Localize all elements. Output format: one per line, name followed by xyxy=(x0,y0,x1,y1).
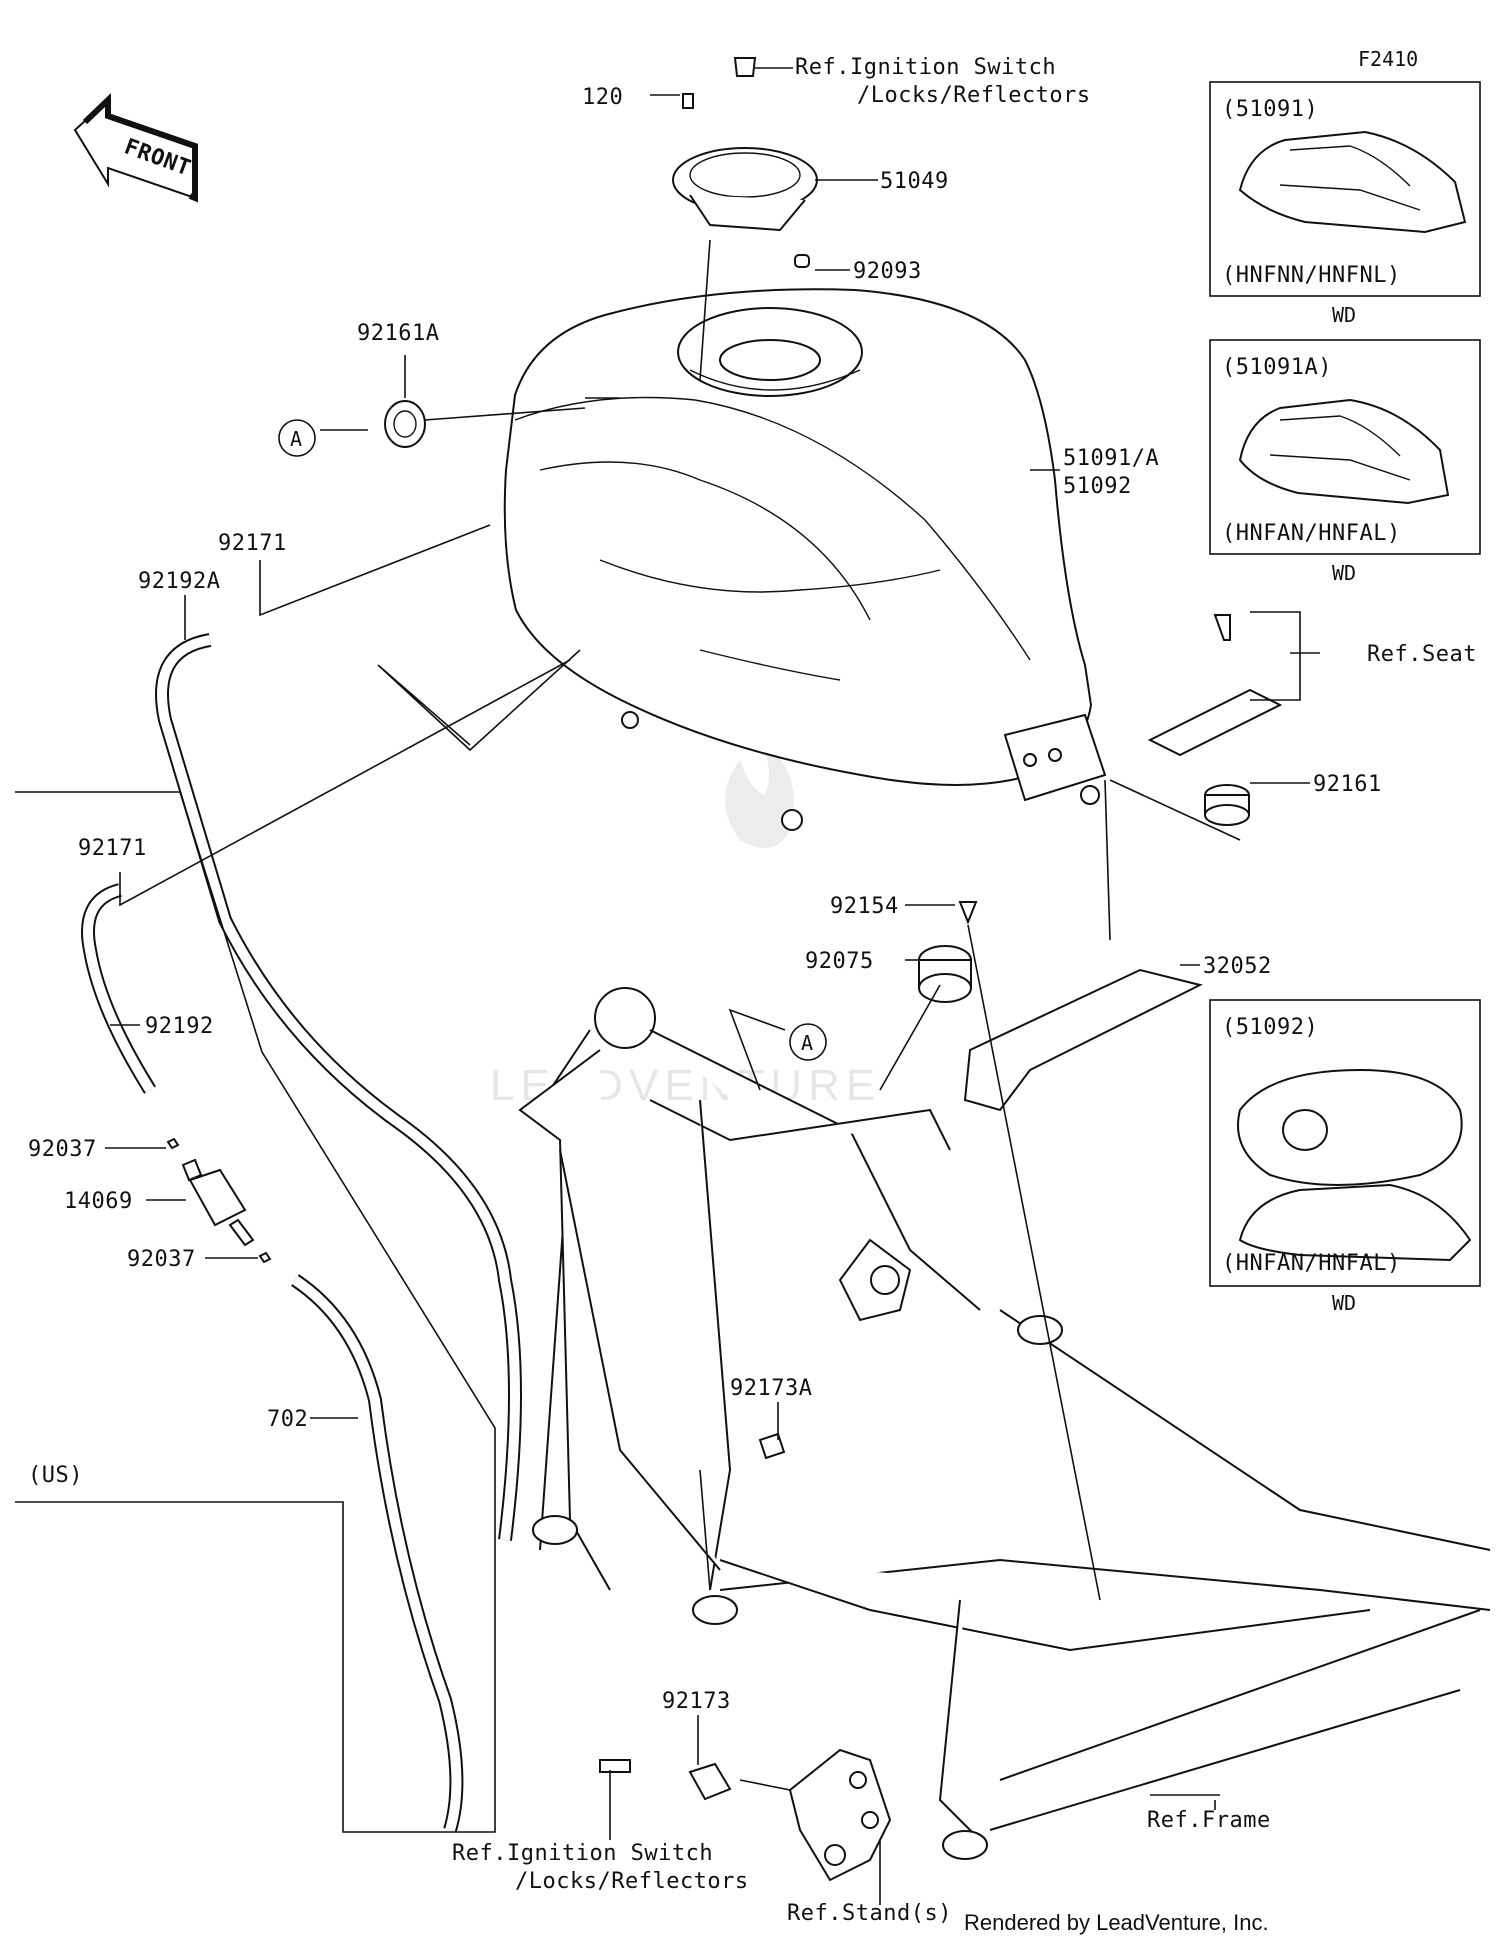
fuel-cap xyxy=(672,57,818,268)
label-part-92173A: 92173A xyxy=(730,1376,812,1401)
label-ref-frame: Ref.Frame xyxy=(1147,1808,1271,1833)
check-valve-14069 xyxy=(166,1137,272,1264)
inset-51092-variant: (HNFAN/HNFAL) xyxy=(1222,1251,1401,1276)
label-part-92037-a: 92037 xyxy=(28,1137,97,1162)
label-part-92161: 92161 xyxy=(1313,772,1382,797)
grommet-92161A xyxy=(384,400,426,448)
rear-bracket xyxy=(918,901,1203,1112)
label-ref-seat: Ref.Seat xyxy=(1367,642,1477,667)
label-ref-stands: Ref.Stand(s) xyxy=(787,1901,952,1926)
callout-A-left: A xyxy=(278,419,316,457)
callout-A-mid-text: A xyxy=(801,1031,813,1055)
label-part-92075: 92075 xyxy=(805,949,874,974)
inset-51092: (51092) (HNFAN/HNFAL) WD xyxy=(1209,999,1481,1315)
callout-A-mid: A xyxy=(789,1023,827,1061)
label-part-92192A: 92192A xyxy=(138,569,220,594)
inset-51091-code: (51091) xyxy=(1222,97,1318,122)
stand-bracket xyxy=(599,1432,892,1882)
inset-51091A-variant: (HNFAN/HNFAL) xyxy=(1222,521,1401,546)
inset-51091A: (51091A) (HNFAN/HNFAL) WD xyxy=(1209,339,1481,585)
us-label: (US) xyxy=(28,1463,83,1488)
hose-702 xyxy=(291,1274,464,1833)
render-credit: Rendered by LeadVenture, Inc. xyxy=(964,1910,1269,1935)
label-part-92171-box: 92171 xyxy=(78,836,147,861)
label-part-92192: 92192 xyxy=(145,1014,214,1039)
label-ref-ignition-bottom-1: Ref.Ignition Switch xyxy=(452,1841,713,1866)
inset-51091-variant: (HNFNN/HNFNL) xyxy=(1222,263,1401,288)
inset-51091: (51091) (HNFNN/HNFNL) WD xyxy=(1209,81,1481,327)
label-part-702: 702 xyxy=(267,1407,308,1432)
part-labels: Ref.Ignition Switch /Locks/Reflectors 12… xyxy=(28,55,1477,1926)
inset-51091-tag: WD xyxy=(1332,303,1356,327)
seat-bracket xyxy=(1147,614,1283,826)
inset-51092-code: (51092) xyxy=(1222,1015,1318,1040)
frame xyxy=(518,987,1491,1860)
label-part-51049: 51049 xyxy=(880,169,949,194)
leader-lines xyxy=(105,67,1320,1905)
label-part-51091A: 51091/A xyxy=(1063,446,1159,471)
fuel-tank xyxy=(503,288,1107,831)
label-ref-ignition-bottom-2: /Locks/Reflectors xyxy=(515,1869,749,1894)
callout-A-left-text: A xyxy=(290,427,302,451)
us-box: (US) xyxy=(15,791,496,1833)
label-part-32052: 32052 xyxy=(1203,954,1272,979)
label-ref-ignition-top-2: /Locks/Reflectors xyxy=(857,83,1091,108)
label-ref-ignition-top-1: Ref.Ignition Switch xyxy=(795,55,1056,80)
inset-51091A-tag: WD xyxy=(1332,561,1356,585)
label-part-92037-b: 92037 xyxy=(127,1247,196,1272)
front-arrow: FRONT xyxy=(73,92,198,203)
label-part-120: 120 xyxy=(582,85,623,110)
label-part-92154: 92154 xyxy=(830,894,899,919)
label-part-92093: 92093 xyxy=(853,259,922,284)
label-part-51092: 51092 xyxy=(1063,474,1132,499)
diagram-id: F2410 xyxy=(1358,47,1418,71)
label-part-92173: 92173 xyxy=(662,1689,731,1714)
label-part-14069: 14069 xyxy=(64,1189,133,1214)
label-part-92171-top: 92171 xyxy=(218,531,287,556)
hose-92192A xyxy=(155,633,522,1541)
label-part-92161A: 92161A xyxy=(357,321,439,346)
inset-51091A-code: (51091A) xyxy=(1222,355,1332,380)
hose-92192 xyxy=(81,883,156,1094)
inset-51092-tag: WD xyxy=(1332,1291,1356,1315)
